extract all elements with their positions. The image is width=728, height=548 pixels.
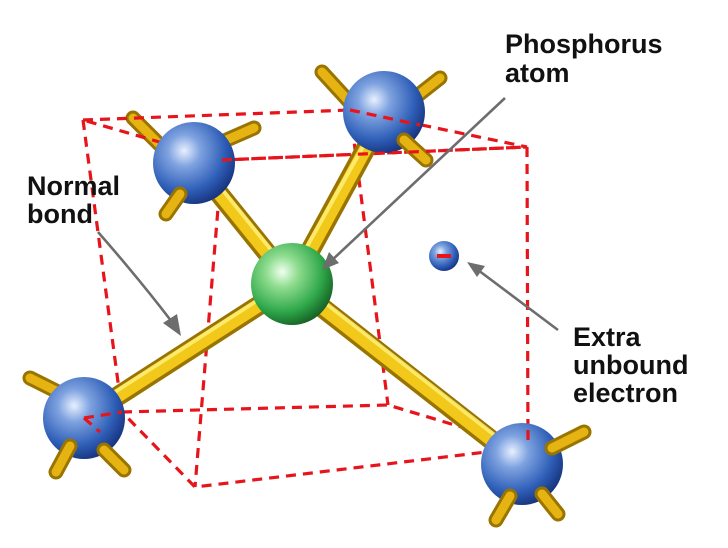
label-extra-line2: unbound [573,350,688,380]
phosphorus-atom [251,243,333,325]
label-extra-line1: Extra [573,322,642,352]
bond-bottom-left [74,274,302,428]
extra-electron [429,241,459,271]
label-phosphorus-line2: atom [505,58,570,88]
arrow-extra-electron [467,262,559,332]
label-extra-line3: electron [573,378,678,408]
front-cube-edges-top [221,108,528,162]
label-phosphorus-line1: Phosphorus [505,29,663,59]
label-extra-electron: Extra unbound electron [573,322,688,408]
silicon-atom-bottom-right [481,423,592,528]
silicon-atom-top-left [153,122,235,222]
minus-sign-icon [437,254,451,258]
arrow-normal-bond [97,231,181,336]
label-normal-line1: Normal [27,171,120,201]
front-cube-edges-bottom [82,410,530,447]
arrow-phosphorus-atom [322,97,506,270]
silicon-atom-top-right [343,71,434,168]
label-normal-line2: bond [27,199,93,229]
label-phosphorus-atom: Phosphorus atom [505,29,663,88]
bond-bottom-right [282,274,532,474]
silicon-atom-bottom-left [22,370,132,480]
label-normal-bond: Normal bond [27,171,120,229]
